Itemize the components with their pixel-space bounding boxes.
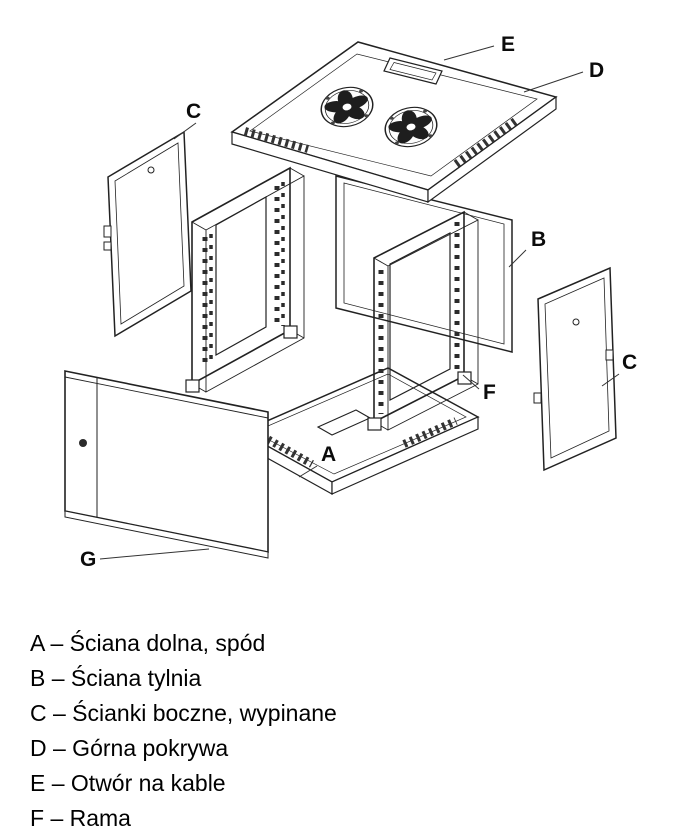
rear-wall-panel	[335, 175, 513, 353]
frame-foot	[283, 325, 298, 339]
front-door	[64, 370, 269, 559]
part-labels: E D C B C F A G	[80, 33, 637, 571]
label-e: E	[501, 33, 515, 56]
leader-g	[99, 548, 210, 560]
label-c-right: C	[622, 351, 637, 374]
frame-front	[185, 166, 305, 393]
leader-a	[298, 465, 318, 478]
legend-item-c: C – Ścianki boczne, wypinane	[30, 700, 337, 726]
leader-lines	[99, 45, 620, 560]
door-lock	[79, 439, 87, 447]
fan-cutout-left	[320, 86, 374, 128]
legend-item-a: A – Ściana dolna, spód	[30, 630, 266, 656]
leader-d	[523, 71, 584, 93]
label-b: B	[531, 228, 546, 251]
cable-hole	[383, 57, 443, 85]
fan-cutout-right	[384, 106, 438, 148]
label-c-left: C	[186, 100, 201, 123]
label-g: G	[80, 548, 96, 571]
top-cover	[230, 41, 558, 204]
label-a: A	[321, 443, 336, 466]
frame-foot	[457, 371, 472, 385]
label-d: D	[589, 59, 604, 82]
side-panel-right	[533, 266, 617, 472]
top-vent-right	[453, 115, 521, 168]
leader-c-left	[173, 122, 197, 140]
frame-foot	[367, 417, 382, 431]
panel-hole	[147, 166, 155, 174]
bottom-vent-right	[402, 417, 458, 448]
panel-hole	[572, 318, 580, 326]
panel-latch	[605, 349, 614, 361]
legend-item-d: D – Górna pokrywa	[30, 735, 229, 761]
leader-e	[443, 45, 495, 61]
leader-c-right	[601, 373, 620, 387]
rack-cabinet-exploded-diagram: E D C B C F A G	[64, 33, 637, 571]
panel-latch	[103, 225, 112, 238]
frame-foot	[185, 379, 200, 393]
legend-item-b: B – Ściana tylnia	[30, 665, 202, 691]
bottom-vent-left	[260, 432, 314, 468]
legend-item-e: E – Otwór na kable	[30, 770, 226, 796]
legend: A – Ściana dolna, spód B – Ściana tylnia…	[0, 622, 700, 836]
frame-rear	[367, 210, 479, 431]
panel-latch	[103, 241, 112, 251]
side-panel-left	[103, 130, 192, 338]
leader-b	[508, 249, 527, 268]
leader-f	[462, 374, 480, 390]
panel-latch	[533, 392, 542, 404]
legend-item-f: F – Rama	[30, 805, 131, 831]
label-f: F	[483, 381, 496, 404]
